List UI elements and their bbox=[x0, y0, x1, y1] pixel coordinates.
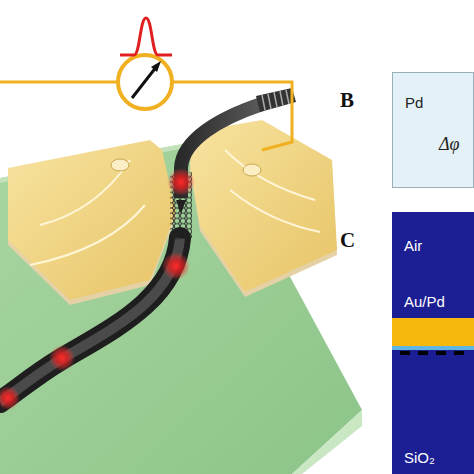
light-spot bbox=[162, 252, 190, 280]
substrate-edge bbox=[292, 410, 362, 474]
wire-trace bbox=[40, 160, 130, 225]
inset-panel: PdΔφ bbox=[392, 72, 474, 188]
layer-label: SiO₂ bbox=[404, 450, 435, 465]
grating-coupler bbox=[256, 88, 296, 112]
meter-symbol bbox=[118, 55, 172, 109]
waveguide-tip bbox=[176, 200, 186, 214]
light-spot bbox=[0, 386, 20, 410]
simulation-panel: AirAu/PdSiO₂ bbox=[392, 212, 474, 474]
panel-letter: B bbox=[340, 90, 354, 111]
meter-needle bbox=[151, 61, 161, 72]
layer-label: Au/Pd bbox=[404, 294, 445, 309]
graphene-layer bbox=[400, 351, 464, 355]
layer-label: Pd bbox=[405, 95, 423, 110]
waveguide bbox=[0, 238, 180, 402]
metal-layer bbox=[392, 318, 474, 346]
contact-pad bbox=[111, 159, 129, 171]
electrode bbox=[8, 140, 176, 300]
simulation-field bbox=[392, 212, 474, 474]
wire-trace bbox=[225, 150, 315, 200]
layer-label: Δφ bbox=[439, 135, 460, 153]
pulse-signal bbox=[120, 18, 172, 55]
light-spot bbox=[167, 168, 195, 196]
waveguide bbox=[0, 238, 180, 402]
meter-needle bbox=[132, 66, 157, 98]
wire-trace bbox=[230, 190, 320, 232]
oxide-layer bbox=[392, 346, 474, 350]
panel-letter: C bbox=[340, 230, 355, 251]
layer-label: Air bbox=[404, 238, 422, 253]
grating-coupler bbox=[262, 90, 289, 110]
electrode bbox=[190, 120, 337, 292]
contact-pad bbox=[243, 164, 261, 176]
wire-trace bbox=[30, 205, 145, 265]
light-spot bbox=[49, 345, 75, 371]
